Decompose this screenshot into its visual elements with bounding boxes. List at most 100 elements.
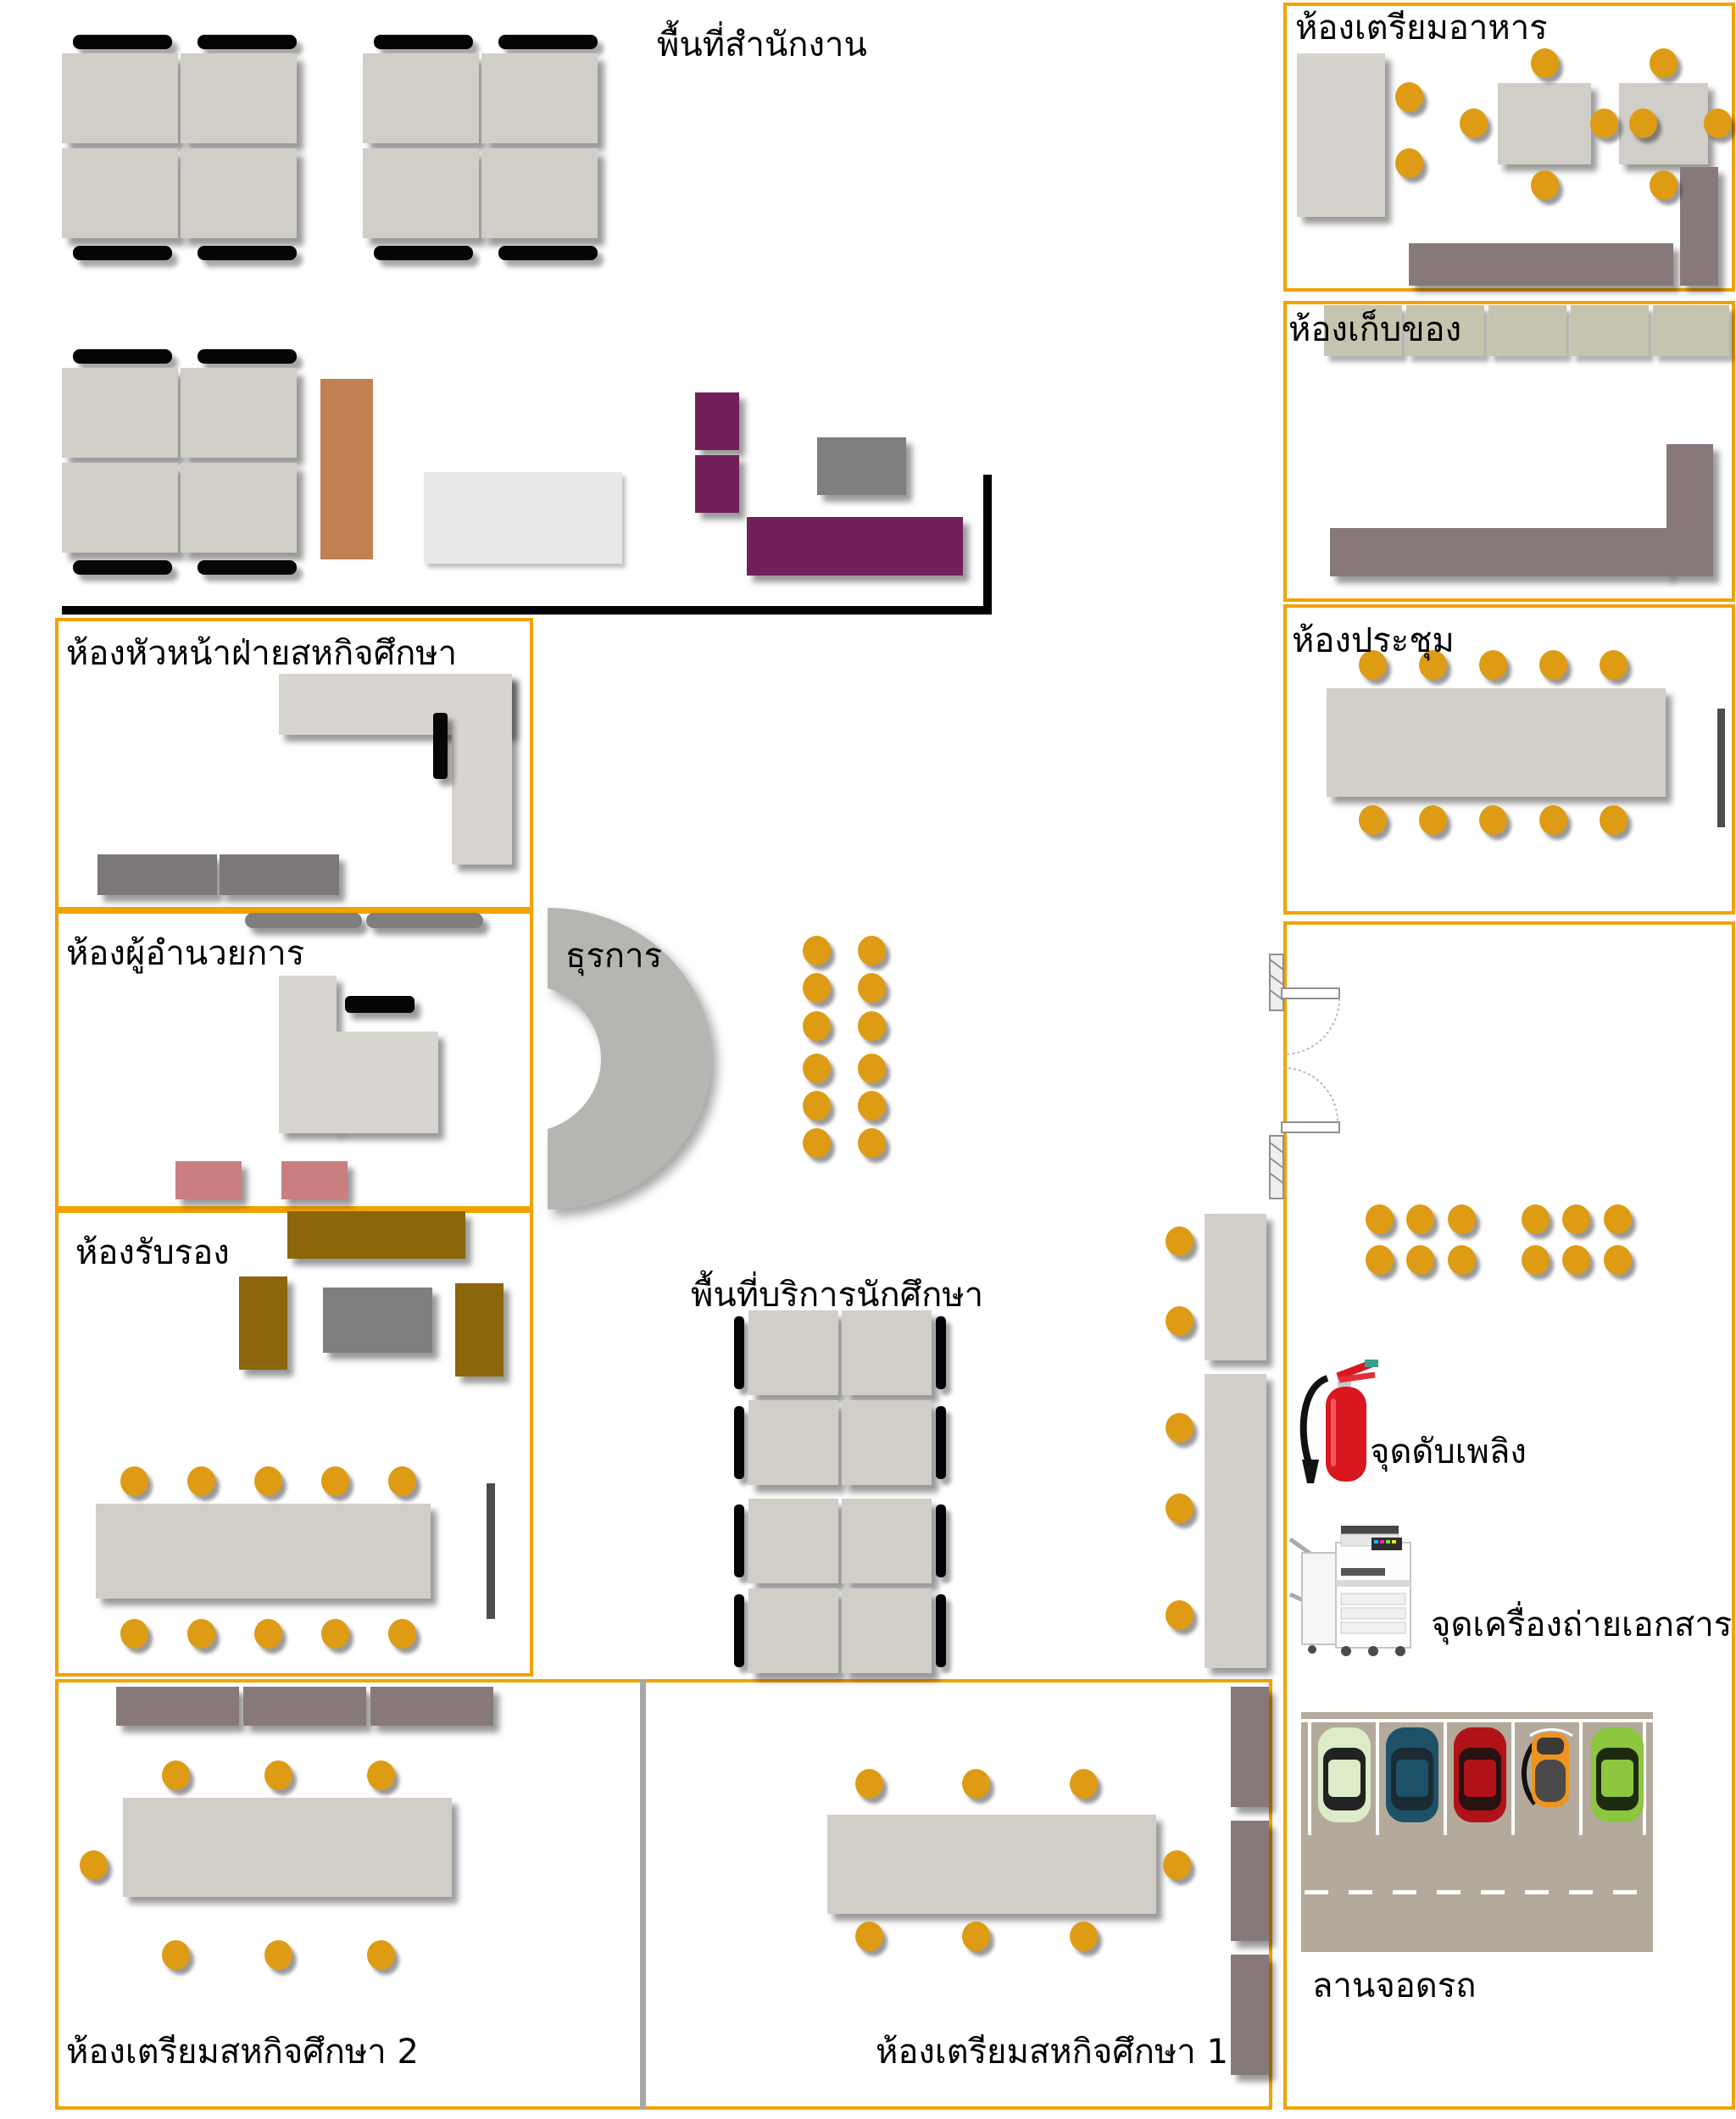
- chair-icon: [1448, 1204, 1476, 1234]
- chair-icon: [321, 1466, 349, 1496]
- chair-icon: [1650, 48, 1678, 78]
- table: [424, 472, 622, 564]
- chair-icon: [264, 1760, 292, 1790]
- chair-icon: [498, 35, 598, 49]
- chair-icon: [734, 1316, 744, 1389]
- table: [123, 1798, 452, 1897]
- chair-icon: [936, 1316, 946, 1389]
- chair-icon: [1166, 1226, 1194, 1256]
- cabinet: [1231, 1955, 1269, 2075]
- parking-label: ลานจอดรถ: [1312, 1966, 1477, 2005]
- guest-chair: [175, 1161, 242, 1199]
- l-desk: [335, 1032, 438, 1133]
- reception-room-label: ห้องรับรอง: [75, 1233, 230, 1272]
- chair-icon: [803, 1054, 831, 1083]
- chair-icon: [1600, 805, 1628, 835]
- chair-icon: [1166, 1600, 1194, 1630]
- guest-chair: [281, 1161, 348, 1199]
- chair-icon: [803, 1128, 831, 1158]
- chair-icon: [734, 1504, 744, 1577]
- chair-icon: [1604, 1204, 1632, 1234]
- desk: [748, 1499, 838, 1583]
- chair-icon: [73, 560, 172, 575]
- desk: [363, 148, 479, 238]
- chair-icon: [1460, 108, 1488, 138]
- car-icon: [1591, 1727, 1644, 1822]
- wall: [62, 606, 992, 615]
- desk: [842, 1499, 932, 1583]
- chair-icon: [1366, 1204, 1394, 1234]
- desk: [842, 1588, 932, 1673]
- chair-icon: [264, 1940, 292, 1970]
- cabinet: [695, 455, 739, 513]
- car-icon: [1386, 1727, 1438, 1822]
- chair-icon: [855, 1769, 883, 1799]
- chair-icon: [803, 936, 831, 965]
- chair-icon: [1359, 805, 1387, 835]
- fire-point-label: จุดดับเพลิง: [1370, 1432, 1527, 1471]
- chair-icon: [367, 1760, 395, 1790]
- chair-icon: [1590, 108, 1618, 138]
- desk: [62, 148, 178, 238]
- chair-icon: [198, 246, 297, 260]
- chair-icon: [254, 1466, 282, 1496]
- chair-icon: [734, 1406, 744, 1479]
- chair-icon: [162, 1760, 190, 1790]
- desk: [363, 53, 479, 143]
- chair-icon: [1070, 1769, 1098, 1799]
- desk: [181, 53, 297, 143]
- chair-icon: [321, 1619, 349, 1649]
- counter: [1666, 444, 1713, 576]
- table: [1498, 83, 1591, 164]
- chair-icon: [962, 1922, 990, 1951]
- chair-icon: [858, 1011, 886, 1041]
- l-desk: [279, 976, 337, 1133]
- fire-extinguisher-icon: [1299, 1359, 1378, 1483]
- sofa: [287, 1211, 465, 1259]
- chair-icon: [1359, 650, 1387, 680]
- screen: [1717, 709, 1725, 827]
- chair-icon: [1479, 805, 1507, 835]
- room-reception: [55, 1210, 533, 1677]
- food-prep-room-label: ห้องเตรียมอาหาร: [1295, 8, 1548, 47]
- chair-icon: [1419, 805, 1447, 835]
- car-icon: [1454, 1727, 1506, 1822]
- chair-icon: [1539, 650, 1567, 680]
- chair-icon: [1166, 1306, 1194, 1336]
- chair-icon: [1539, 805, 1567, 835]
- chair-icon: [858, 1091, 886, 1121]
- armchair: [455, 1283, 504, 1377]
- photocopier-icon: [1288, 1526, 1411, 1656]
- chair-icon: [433, 713, 448, 779]
- motorbike-icon: [1522, 1728, 1573, 1807]
- chair-icon: [120, 1619, 148, 1649]
- desk: [748, 1588, 838, 1673]
- chair-icon: [367, 1940, 395, 1970]
- coop-prep-room-2-label: ห้องเตรียมสหกิจศึกษา 2: [66, 2033, 419, 2072]
- desk: [481, 53, 598, 143]
- desk: [181, 463, 297, 553]
- desk: [62, 368, 178, 458]
- chair-icon: [858, 936, 886, 965]
- cabinet: [245, 913, 362, 928]
- head-coop-room-label: ห้องหัวหน้าฝ่ายสหกิจศึกษา: [66, 634, 458, 673]
- counter: [1680, 167, 1718, 286]
- admin-counter: [548, 908, 712, 1210]
- desk: [842, 1310, 932, 1395]
- desk: [181, 148, 297, 238]
- locker-cabinet: [320, 379, 373, 559]
- chair-icon: [1406, 1204, 1434, 1234]
- table: [827, 1815, 1156, 1914]
- office-area-label: พื้นที่สำนักงาน: [657, 25, 867, 64]
- shelf: [1488, 305, 1566, 356]
- chair-icon: [374, 246, 473, 260]
- coffee-table: [323, 1288, 432, 1353]
- chair-icon: [388, 1466, 416, 1496]
- chair-icon: [120, 1466, 148, 1496]
- chair-icon: [803, 973, 831, 1003]
- desk: [62, 53, 178, 143]
- chair-icon: [962, 1769, 990, 1799]
- cabinet: [1231, 1687, 1269, 1807]
- chair-icon: [187, 1619, 215, 1649]
